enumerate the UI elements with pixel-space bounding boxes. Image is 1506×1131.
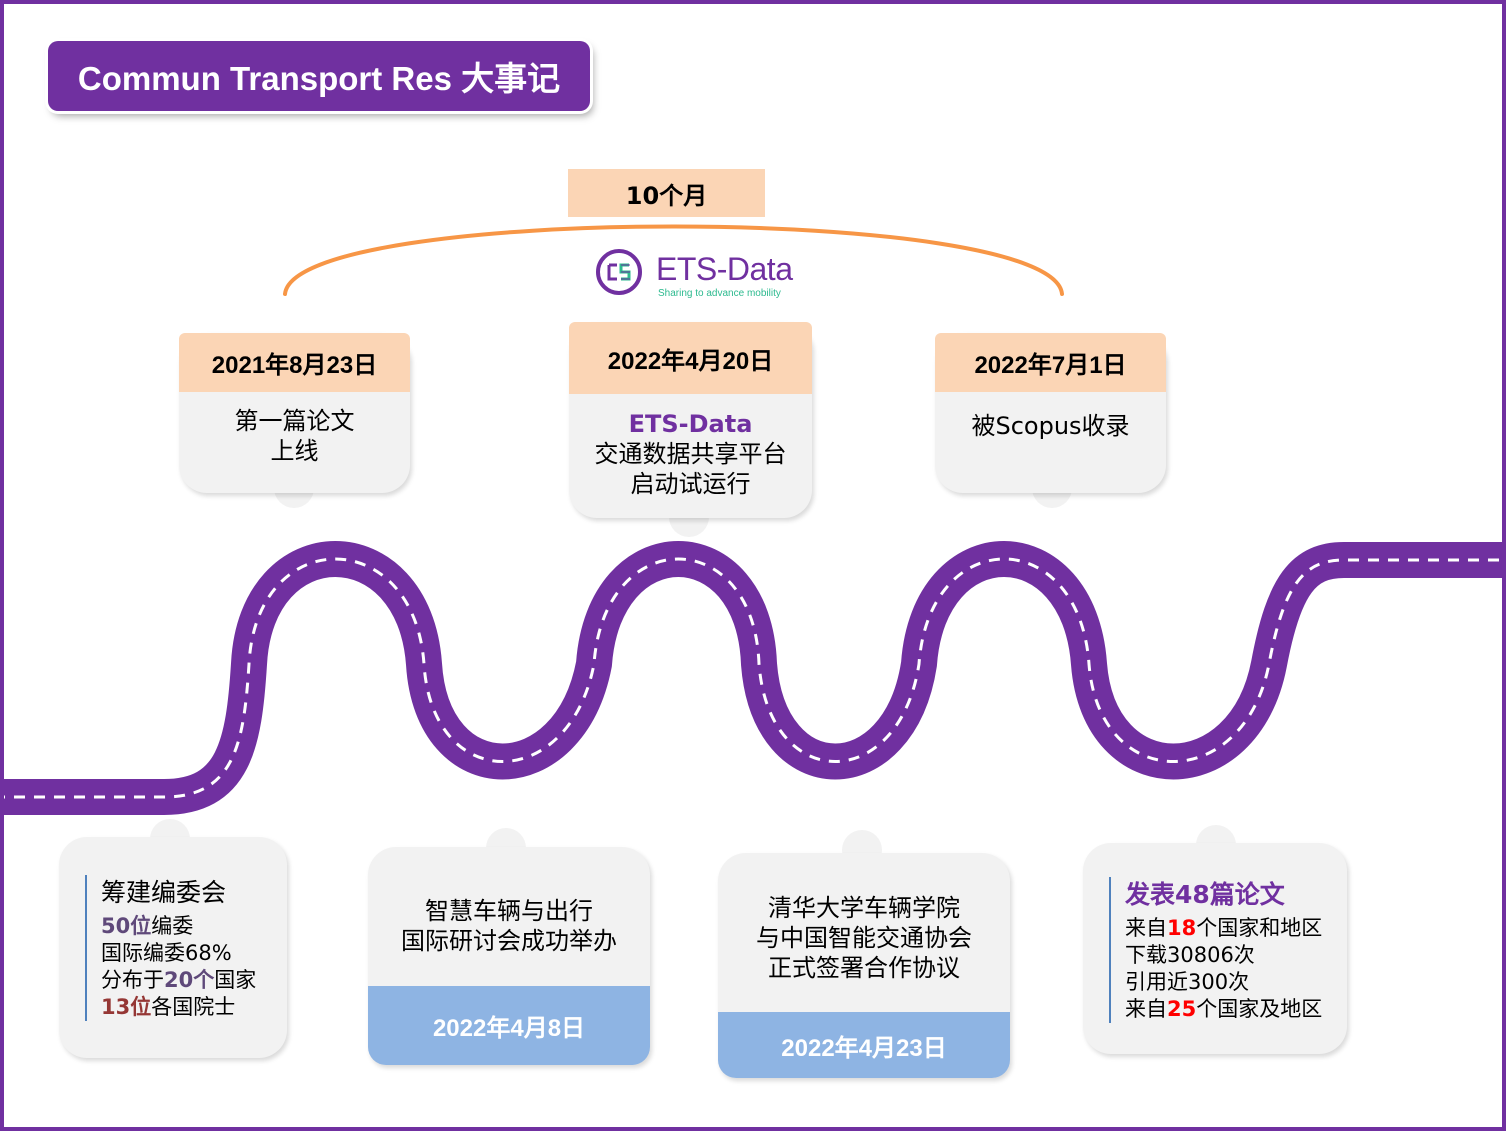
- event-line: 交通数据共享平台: [594, 440, 787, 468]
- event-description: 被Scopus收录: [935, 411, 1166, 441]
- stat-line: 下载30806次: [1125, 943, 1255, 967]
- event-date: 2022年4月23日: [718, 1012, 1010, 1078]
- event-line: 国际研讨会成功举办: [401, 927, 617, 955]
- stat-line: 50位编委: [101, 914, 194, 938]
- event-description: 智慧车辆与出行 国际研讨会成功举办: [368, 896, 650, 956]
- event-highlight: ETS-Data: [628, 410, 753, 438]
- stat-line: 引用近300次: [1125, 970, 1250, 994]
- stat-line: 来自18个国家和地区: [1125, 916, 1323, 940]
- editorial-board-card: 筹建编委会 50位编委 国际编委68% 分布于20个国家 13位各国院士: [59, 837, 287, 1058]
- page-title: Commun Transport Res 大事记: [48, 41, 590, 111]
- logo-tagline: Sharing to advance mobility: [658, 288, 781, 299]
- event-card-2022-07-01: 2022年7月1日 被Scopus收录: [935, 333, 1166, 493]
- event-date: 2022年7月1日: [935, 333, 1166, 392]
- event-description: ETS-Data 交通数据共享平台 启动试运行: [569, 409, 812, 499]
- event-line: 与中国智能交通协会: [756, 924, 972, 952]
- editorial-board-stats: 筹建编委会 50位编委 国际编委68% 分布于20个国家 13位各国院士: [85, 875, 256, 1021]
- duration-arc: [283, 224, 1064, 296]
- event-description: 清华大学车辆学院 与中国智能交通协会 正式签署合作协议: [718, 893, 1010, 983]
- event-line: 智慧车辆与出行: [425, 897, 593, 925]
- card-heading: 筹建编委会: [101, 878, 227, 907]
- event-line: 第一篇论文: [234, 407, 355, 435]
- event-card-2022-04-08: 智慧车辆与出行 国际研讨会成功举办 2022年4月8日: [368, 847, 650, 1065]
- stat-line: 国际编委68%: [101, 941, 232, 965]
- stat-line: 来自25个国家及地区: [1125, 997, 1323, 1021]
- card-heading: 发表48篇论文: [1125, 880, 1285, 909]
- event-line: 被Scopus收录: [971, 412, 1130, 440]
- logo-name: ETS-Data: [656, 251, 793, 287]
- event-card-2022-04-23: 清华大学车辆学院 与中国智能交通协会 正式签署合作协议 2022年4月23日: [718, 853, 1010, 1078]
- winding-road: [4, 224, 1502, 815]
- publications-card: 发表48篇论文 来自18个国家和地区 下载30806次 引用近300次 来自25…: [1083, 843, 1347, 1054]
- event-date: 2021年8月23日: [179, 333, 410, 392]
- event-description: 第一篇论文 上线: [179, 406, 410, 466]
- event-line: 清华大学车辆学院: [768, 894, 960, 922]
- event-line: 启动试运行: [630, 470, 751, 498]
- ets-data-logo: ETS-Data Sharing to advance mobility: [596, 248, 796, 306]
- event-date: 2022年4月8日: [368, 986, 650, 1065]
- event-line: 正式签署合作协议: [768, 954, 960, 982]
- event-date: 2022年4月20日: [569, 322, 812, 394]
- stat-line: 分布于20个国家: [101, 968, 257, 992]
- road-center-line: [4, 557, 1502, 799]
- publication-stats: 发表48篇论文 来自18个国家和地区 下载30806次 引用近300次 来自25…: [1109, 877, 1322, 1023]
- event-line: 上线: [270, 437, 319, 465]
- logo-mark-icon: [596, 249, 642, 295]
- event-card-2021-08-23: 2021年8月23日 第一篇论文 上线: [179, 333, 410, 493]
- event-card-2022-04-20: 2022年4月20日 ETS-Data 交通数据共享平台 启动试运行: [569, 322, 812, 518]
- stat-line: 13位各国院士: [101, 995, 236, 1019]
- duration-label: 10个月: [568, 169, 765, 217]
